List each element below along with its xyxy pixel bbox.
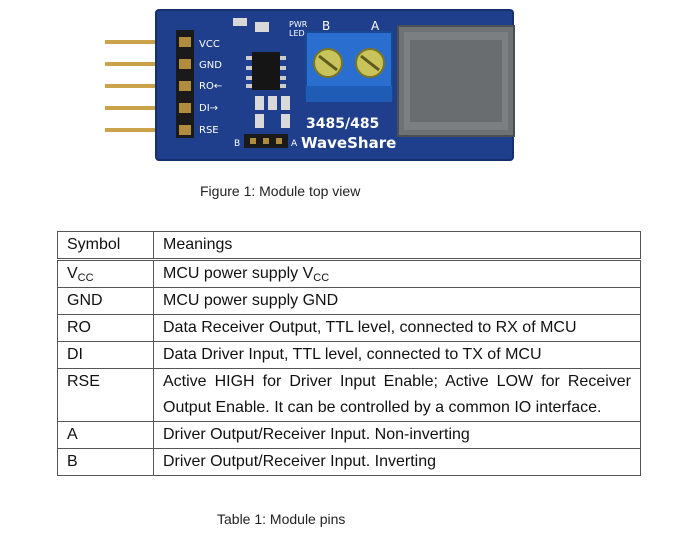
meaning-cell: Data Receiver Output, TTL level, connect… [153,314,641,342]
pin-label-rse: RSE [199,125,219,136]
module-photo: VCC GND RO← DI→ RSE PWR LED B A B A 3485… [105,9,515,161]
header-symbol: Symbol [57,231,154,261]
table-header-row: Symbol Meanings [57,231,641,261]
symbol-cell: DI [57,341,154,369]
meaning-cell: MCU power supply VCC [153,259,641,288]
symbol-cell: GND [57,287,154,315]
ic-chip [246,52,286,90]
table-row: RO Data Receiver Output, TTL level, conn… [57,314,641,342]
jumper-label-b: B [234,139,240,149]
header-meanings: Meanings [153,231,641,261]
symbol-cell: VCC [57,259,154,288]
table-row: RSE Active HIGH for Driver Input Enable;… [57,368,641,422]
meaning-cell: Data Driver Input, TTL level, connected … [153,341,641,369]
table-row: DI Data Driver Input, TTL level, connect… [57,341,641,369]
pwr-led-label-2: LED [289,29,305,38]
module-pins-table: Symbol Meanings VCC MCU power supply VCC… [57,231,641,476]
table-caption: Table 1: Module pins [217,511,346,527]
pin-label-vcc: VCC [199,39,220,50]
symbol-cell: RO [57,314,154,342]
terminal-label-a: A [371,19,380,33]
screw-terminal [305,31,393,102]
symbol-cell: A [57,421,154,449]
pin-label-gnd: GND [199,60,222,71]
pwr-led-label-1: PWR [289,20,308,29]
terminal-label-b: B [322,19,330,33]
jumper-label-a: A [291,139,298,149]
pin-label-di: DI→ [199,103,218,114]
meaning-cell: Driver Output/Receiver Input. Inverting [153,448,641,476]
header-pins [105,40,161,132]
figure-caption: Figure 1: Module top view [200,183,361,199]
symbol-cell: B [57,448,154,476]
table-row: GND MCU power supply GND [57,287,641,315]
brand-label: WaveShare [301,134,396,152]
pin-label-ro: RO← [199,81,222,92]
table-row: A Driver Output/Receiver Input. Non-inve… [57,421,641,449]
meaning-cell: Active HIGH for Driver Input Enable; Act… [153,368,641,422]
table-row: VCC MCU power supply VCC [57,259,641,288]
meaning-cell: Driver Output/Receiver Input. Non-invert… [153,421,641,449]
rj45-socket [397,25,515,137]
table-row: B Driver Output/Receiver Input. Invertin… [57,448,641,476]
meaning-cell: MCU power supply GND [153,287,641,315]
symbol-cell: RSE [57,368,154,422]
model-label: 3485/485 [306,116,379,132]
